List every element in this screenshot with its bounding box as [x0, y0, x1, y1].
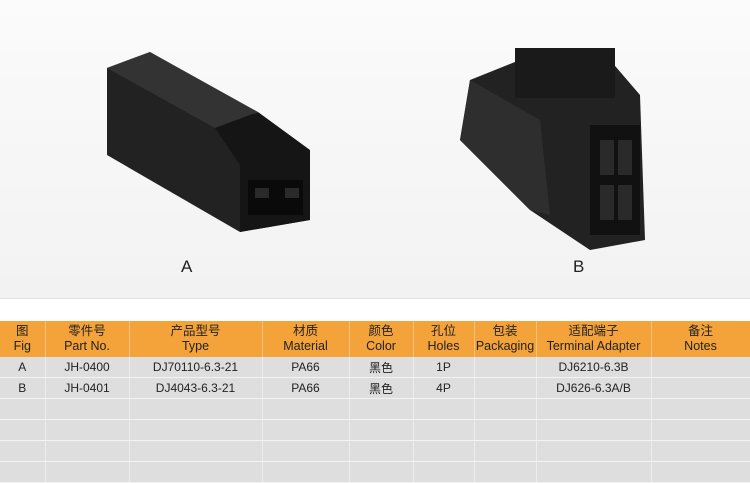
connector-b — [460, 48, 645, 250]
empty-row — [0, 461, 750, 483]
cell-type: DJ4043-6.3-21 — [129, 377, 263, 399]
cell-material: PA66 — [262, 357, 350, 378]
cell-type: DJ70110-6.3-21 — [129, 357, 263, 378]
cell-notes — [651, 377, 750, 399]
figure-label-b: B — [573, 257, 585, 276]
empty-row — [0, 419, 750, 441]
cell-color: 黑色 — [349, 357, 414, 378]
cell-holes: 4P — [413, 377, 475, 399]
cell-fig: A — [0, 357, 46, 378]
connector-a — [107, 52, 310, 232]
cell-color: 黑色 — [349, 377, 414, 399]
cell-part-no: JH-0400 — [45, 357, 130, 378]
table-row: B JH-0401 DJ4043-6.3-21 PA66 黑色 4P DJ626… — [0, 377, 750, 399]
figure-label-a: A — [181, 257, 193, 276]
table-row: A JH-0400 DJ70110-6.3-21 PA66 黑色 1P DJ62… — [0, 357, 750, 378]
product-photo-area: A B — [0, 0, 750, 299]
cell-notes — [651, 357, 750, 378]
cell-material: PA66 — [262, 377, 350, 399]
cell-terminal-adapter: DJ6210-6.3B — [536, 357, 652, 378]
connector-a-image — [107, 48, 645, 250]
cell-packaging — [474, 377, 537, 399]
cell-holes: 1P — [413, 357, 475, 378]
empty-row — [0, 398, 750, 420]
cell-part-no: JH-0401 — [45, 377, 130, 399]
cell-packaging — [474, 357, 537, 378]
empty-row — [0, 440, 750, 462]
cell-fig: B — [0, 377, 46, 399]
cell-terminal-adapter: DJ626-6.3A/B — [536, 377, 652, 399]
